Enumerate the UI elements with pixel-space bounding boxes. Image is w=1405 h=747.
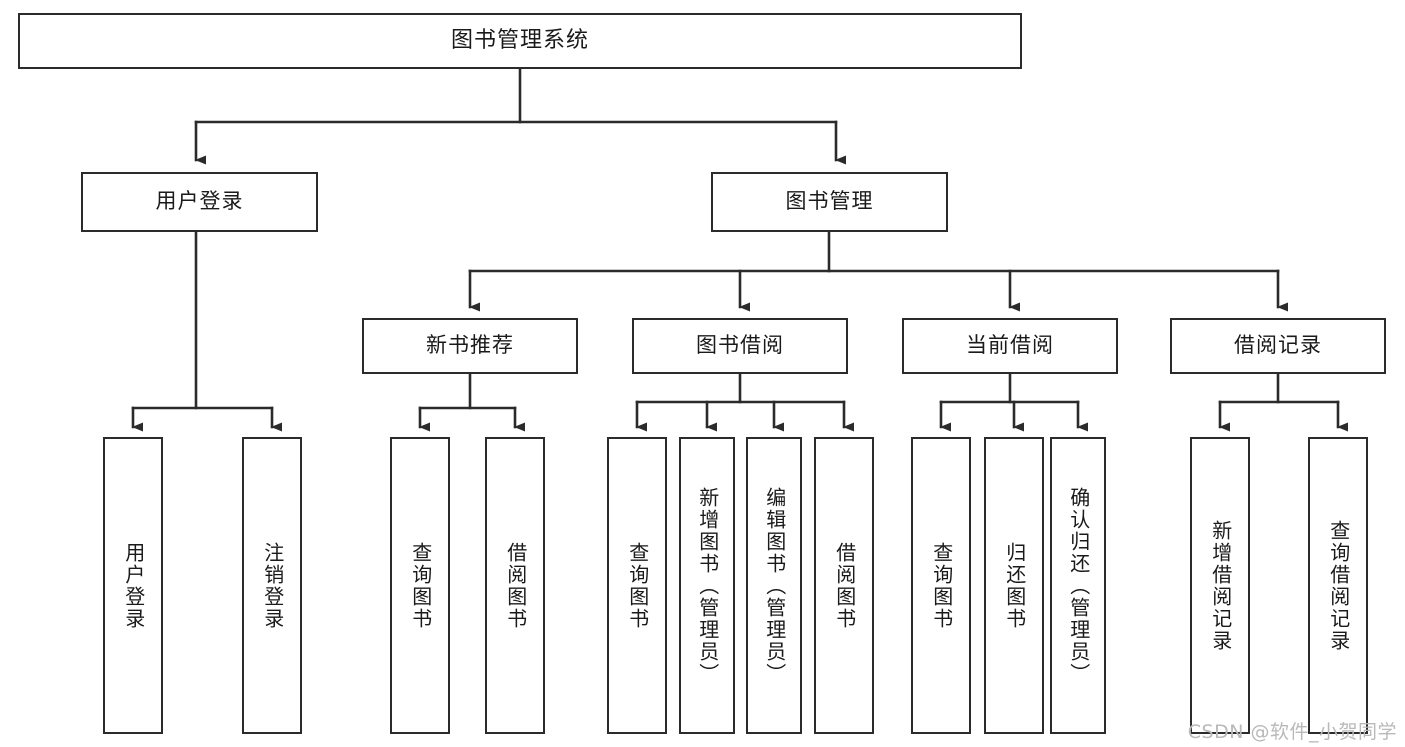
leaf-borrow-book[interactable]: 借阅图书 (814, 437, 874, 734)
node-new-book-recommend[interactable]: 新书推荐 (362, 318, 578, 374)
node-new-book-recommend-label: 新书推荐 (426, 333, 514, 358)
leaf-logout[interactable]: 注销登录 (242, 437, 302, 734)
leaf-confirm-return-admin[interactable]: 确认归还（管理员） (1050, 437, 1106, 734)
leaf-borrow-book-label: 借阅图书 (832, 541, 857, 630)
leaf-user-login-label: 用户登录 (121, 541, 146, 630)
node-book-management-label: 图书管理 (785, 189, 874, 214)
leaf-query-book-rec[interactable]: 查询图书 (390, 437, 450, 734)
leaf-borrow-book-rec-label: 借阅图书 (503, 541, 528, 630)
node-current-borrow-label: 当前借阅 (966, 333, 1054, 358)
leaf-borrow-book-rec[interactable]: 借阅图书 (485, 437, 545, 734)
node-user-login-label: 用户登录 (155, 189, 244, 214)
leaf-query-book-borrow-label: 查询图书 (625, 541, 650, 630)
leaf-query-book-borrow[interactable]: 查询图书 (607, 437, 667, 734)
leaf-return-book-label: 归还图书 (1002, 541, 1027, 630)
leaf-logout-label: 注销登录 (260, 541, 285, 630)
leaf-query-book-current[interactable]: 查询图书 (911, 437, 971, 734)
node-current-borrow[interactable]: 当前借阅 (902, 318, 1118, 374)
leaf-query-book-current-label: 查询图书 (929, 541, 954, 630)
node-root-system-label: 图书管理系统 (450, 27, 589, 53)
leaf-return-book[interactable]: 归还图书 (984, 437, 1044, 734)
node-book-management[interactable]: 图书管理 (711, 172, 948, 232)
leaf-query-borrow-record-label: 查询借阅记录 (1326, 519, 1351, 652)
leaf-query-book-rec-label: 查询图书 (408, 541, 433, 630)
node-book-borrow-label: 图书借阅 (696, 333, 784, 358)
node-borrow-record[interactable]: 借阅记录 (1170, 318, 1386, 374)
leaf-edit-book-admin[interactable]: 编辑图书（管理员） (746, 437, 802, 734)
leaf-user-login[interactable]: 用户登录 (103, 437, 163, 734)
leaf-add-borrow-record[interactable]: 新增借阅记录 (1190, 437, 1250, 734)
leaf-add-book-admin[interactable]: 新增图书（管理员） (679, 437, 735, 734)
leaf-edit-book-admin-label: 编辑图书（管理员） (762, 486, 787, 685)
node-root-system[interactable]: 图书管理系统 (18, 13, 1022, 69)
node-user-login[interactable]: 用户登录 (81, 172, 318, 232)
node-book-borrow[interactable]: 图书借阅 (632, 318, 848, 374)
leaf-add-book-admin-label: 新增图书（管理员） (695, 486, 720, 685)
leaf-query-borrow-record[interactable]: 查询借阅记录 (1308, 437, 1368, 734)
leaf-confirm-return-admin-label: 确认归还（管理员） (1066, 486, 1091, 685)
node-borrow-record-label: 借阅记录 (1234, 333, 1322, 358)
leaf-add-borrow-record-label: 新增借阅记录 (1208, 519, 1233, 652)
